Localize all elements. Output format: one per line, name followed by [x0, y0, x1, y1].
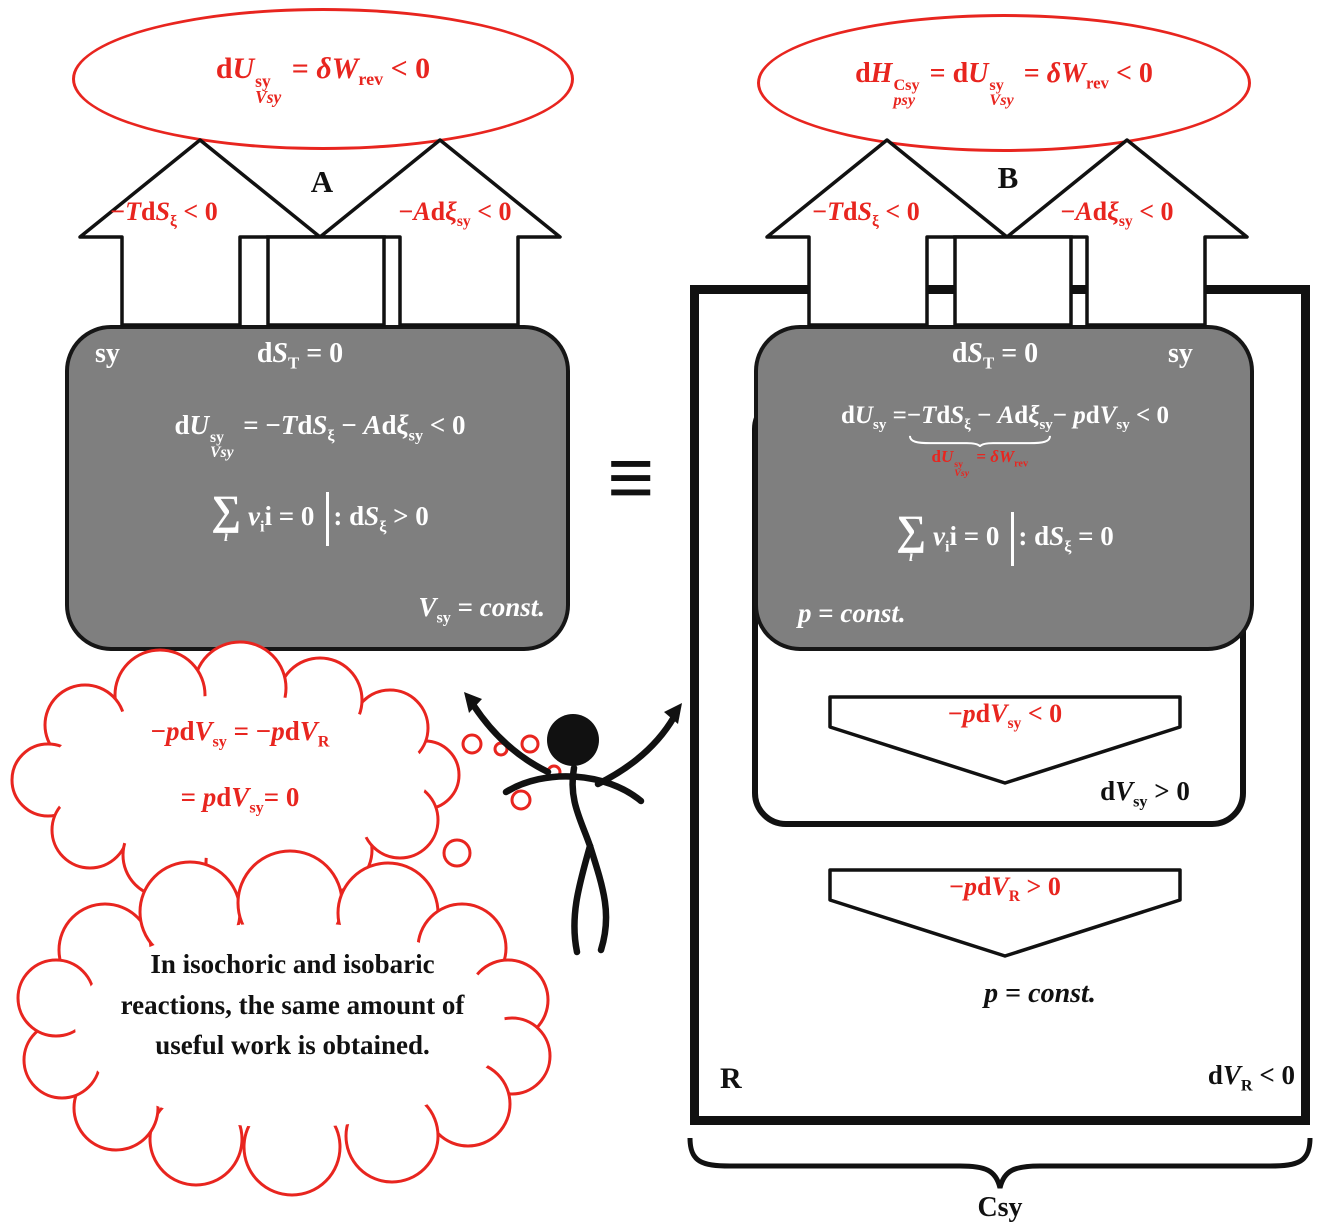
cloud-note-text: In isochoric and isobaric reactions, the…	[120, 949, 465, 1060]
arrow-label-b-left: −TdSξ < 0	[812, 197, 920, 231]
system-box-a	[65, 325, 570, 651]
system-b-constraint: p = const.	[798, 598, 906, 628]
system-box-b	[754, 325, 1254, 651]
cloud-formula-line2: = pdVsy= 0	[180, 782, 300, 817]
system-a-entropy: dST = 0	[256, 338, 344, 373]
arrow-label-a-left: −TdSξ < 0	[110, 197, 218, 231]
underbrace-icon	[907, 435, 1053, 447]
csy-label: Csy	[977, 1192, 1023, 1223]
arrow-label-a-right: −Adξsy < 0	[398, 197, 512, 231]
dv-sy-label: dVsy > 0	[1100, 776, 1190, 811]
motion-arrow-right	[594, 713, 678, 788]
stick-figure-arms	[502, 773, 645, 805]
system-a-corner-label: sy	[95, 338, 120, 369]
arrow-label-b-right: −Adξsy < 0	[1060, 197, 1174, 231]
stick-figure-leg-left	[571, 842, 594, 956]
equivalence-sign: ≡	[607, 432, 655, 525]
system-b-main-suffix: − pdVsy < 0	[1052, 402, 1169, 433]
thought-cloud-formula	[10, 640, 461, 908]
center-duct-a	[266, 235, 386, 327]
down-arrow1-label: −pdVsy < 0	[947, 699, 1063, 733]
reservoir-label: R	[720, 1062, 742, 1095]
p-const-label: p = const.	[984, 978, 1096, 1009]
motion-arrowhead-left	[464, 692, 482, 713]
down-arrow2-label: −pdVR > 0	[949, 872, 1061, 906]
csy-brace	[687, 1137, 1313, 1189]
up-arrow-a-left	[78, 138, 322, 327]
dv-r-label: dVR < 0	[1207, 1060, 1295, 1095]
system-b-corner-label: sy	[1168, 338, 1193, 369]
stick-figure-leg-right	[586, 842, 610, 954]
stick-figure	[470, 702, 678, 956]
system-b-main-prefix: dUsy =	[841, 402, 907, 433]
panel-a-label: A	[310, 164, 334, 199]
stick-figure-torso	[569, 764, 594, 850]
up-arrow-a-right	[318, 138, 562, 327]
cloud-formula-line1: −pdVsy = −pdVR	[150, 716, 330, 751]
system-a-constraint: Vsy = const.	[418, 592, 545, 627]
motion-arrow-left	[470, 702, 552, 776]
stick-figure-head	[547, 714, 599, 766]
motion-arrowhead-right	[664, 703, 682, 724]
thought-bubbles	[442, 733, 562, 868]
panel-b-label: B	[997, 160, 1019, 195]
system-b-main-braced: −TdSξ − Adξsy	[906, 402, 1053, 433]
system-b-entropy: dST = 0	[951, 338, 1039, 373]
